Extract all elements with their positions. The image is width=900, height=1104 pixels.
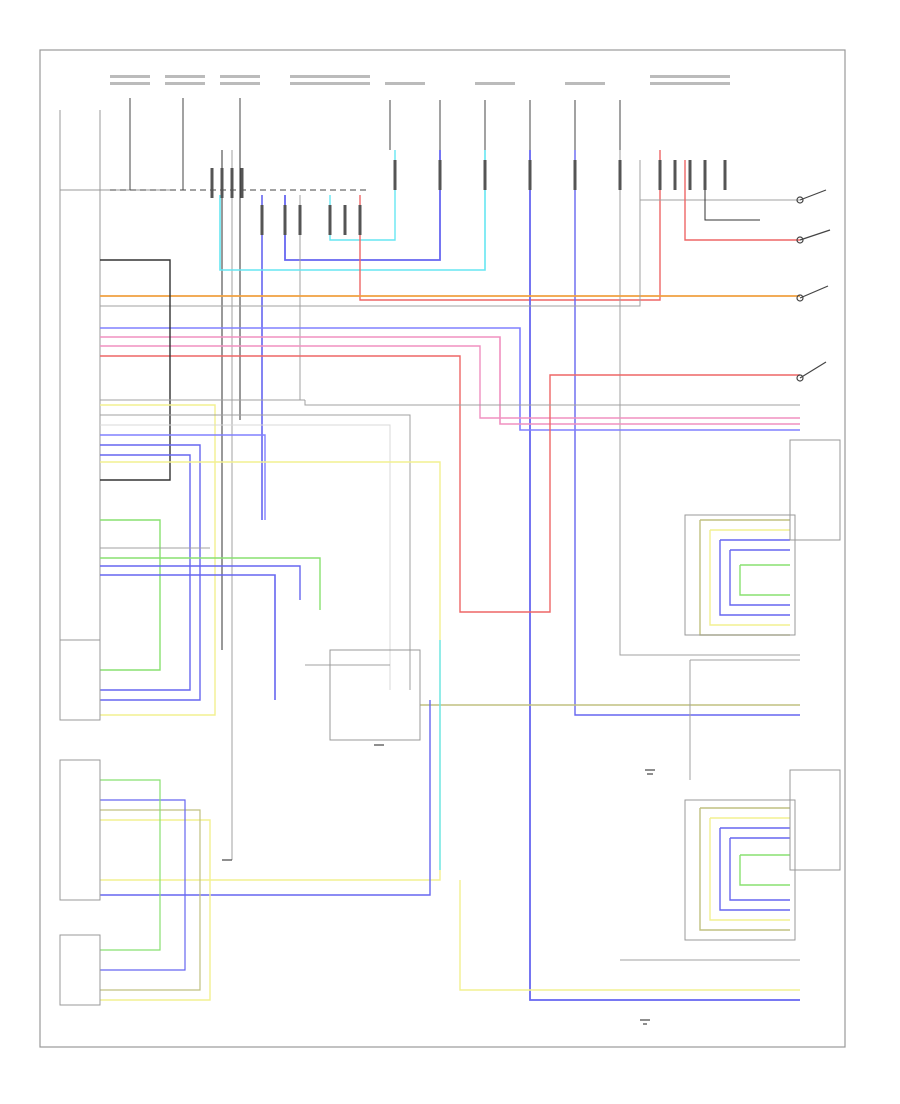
wire-black xyxy=(100,259,171,481)
wire-blue xyxy=(729,837,790,901)
connector-pin xyxy=(328,205,332,235)
wire-red xyxy=(100,355,800,613)
wire-green xyxy=(100,779,161,951)
connector-pins xyxy=(210,160,727,235)
wire-gray xyxy=(639,160,800,201)
wire-blue xyxy=(574,150,800,716)
wire-harness xyxy=(100,130,800,1001)
wire-pink xyxy=(100,345,800,419)
connector-pin xyxy=(573,160,577,190)
connector-pin xyxy=(230,168,234,198)
wire-cyan xyxy=(329,150,396,241)
connector-pin xyxy=(240,168,244,198)
switch-symbols xyxy=(796,189,831,382)
connector-pin xyxy=(688,160,692,190)
wire-blue xyxy=(100,565,301,600)
wire-gray xyxy=(619,150,800,656)
wire-pink xyxy=(100,336,800,425)
wire-blue xyxy=(100,454,191,691)
wire-blue xyxy=(100,700,431,896)
connector-pin xyxy=(298,205,302,235)
wire-blue xyxy=(100,799,186,971)
wire-green xyxy=(739,564,790,596)
wire-gray xyxy=(100,414,411,690)
wire-cyan xyxy=(219,150,486,271)
connector-pin xyxy=(618,160,622,190)
wire-gray xyxy=(100,424,391,690)
wire-gray xyxy=(100,160,641,307)
left-lower-boxes xyxy=(59,639,101,1006)
wire-blue xyxy=(100,574,276,700)
wire-green xyxy=(739,854,790,886)
header-label-marks xyxy=(110,75,730,85)
wire-green xyxy=(100,557,321,610)
wire-yellow xyxy=(459,880,800,991)
wire-green xyxy=(100,519,161,671)
connector-pin xyxy=(483,160,487,190)
connector-pin xyxy=(528,160,532,190)
wire-violet xyxy=(100,434,266,520)
connector-pin xyxy=(358,205,362,235)
connector-pin xyxy=(438,160,442,190)
top-feed-markers xyxy=(129,98,621,190)
connector-pin xyxy=(343,205,347,235)
wire-yellow xyxy=(100,819,211,1001)
wire-gray xyxy=(304,400,800,406)
connector-pin xyxy=(658,160,662,190)
wire-blue xyxy=(100,444,201,701)
wire-violet xyxy=(100,327,800,431)
diagram-frame xyxy=(39,49,846,1048)
right-connector-boxes xyxy=(684,439,841,941)
wire-red xyxy=(359,150,661,301)
wire-yellow xyxy=(709,529,790,626)
wire-olive xyxy=(100,809,201,991)
wire-blue xyxy=(729,549,790,606)
connector-pin xyxy=(260,205,264,235)
wire-blue xyxy=(284,150,441,261)
center-control-box xyxy=(329,649,421,741)
wire-red xyxy=(684,160,800,241)
connector-pin xyxy=(673,160,677,190)
ground-symbols xyxy=(222,744,655,1025)
connector-pin xyxy=(210,168,214,198)
wire-olive xyxy=(699,519,790,636)
wire-blue xyxy=(719,827,790,911)
connector-pin xyxy=(723,160,727,190)
connector-pin xyxy=(703,160,707,190)
connector-pin xyxy=(393,160,397,190)
connector-pin xyxy=(220,168,224,198)
wire-yellow xyxy=(100,404,216,716)
wire-olive xyxy=(699,807,790,931)
wire-yellow xyxy=(100,461,441,881)
wire-black xyxy=(704,160,760,221)
wire-yellow xyxy=(709,817,790,921)
wire-blue xyxy=(529,150,800,1001)
connector-pin xyxy=(283,205,287,235)
wire-gray xyxy=(689,659,800,780)
wire-blue xyxy=(719,539,790,616)
